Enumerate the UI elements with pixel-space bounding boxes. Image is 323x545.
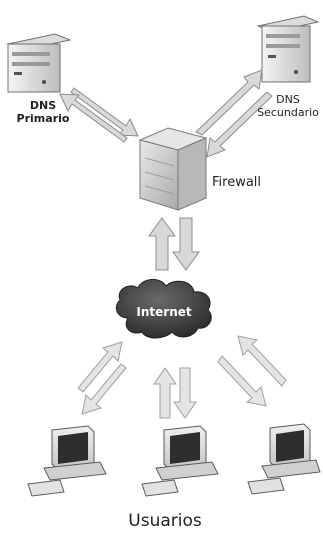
user-computer-right-icon [247,423,321,495]
user-computer-left-icon [27,425,107,497]
arrow-internet-to-firewall [148,217,176,271]
firewall-label: Firewall [212,175,262,190]
arrow-dns-primary-to-firewall [70,87,139,137]
dns-primary-label: DNS Primario [8,99,78,125]
arrow-dns-secondary-to-firewall [206,91,273,158]
dns-secondary-label-line2: Secundario [257,105,319,119]
dns-secondary-label: DNS Secundario [253,93,323,119]
arrow-internet-to-user-right [217,355,267,407]
dns-secondary-label-line1: DNS [276,93,300,106]
internet-label: Internet [136,305,191,319]
dns-primary-label-line1: DNS [29,99,57,112]
arrow-firewall-to-internet [172,217,200,271]
internet-cloud-icon: Internet [115,279,212,339]
arrow-user-left-to-internet [77,341,123,393]
arrow-firewall-to-dns-primary [59,93,128,143]
arrow-internet-to-user-center [173,367,197,419]
firewall-icon [138,127,208,211]
dns-secondary-server-icon [256,15,320,83]
dns-primary-server-icon [6,33,72,93]
user-computer-center-icon [141,425,219,497]
dns-primary-label-line2: Primario [16,111,70,125]
arrow-user-center-to-internet [153,367,177,419]
users-label: Usuarios [128,511,202,531]
arrow-firewall-to-dns-secondary [195,69,263,136]
arrow-user-right-to-internet [237,335,287,387]
arrow-internet-to-user-left [81,363,127,415]
